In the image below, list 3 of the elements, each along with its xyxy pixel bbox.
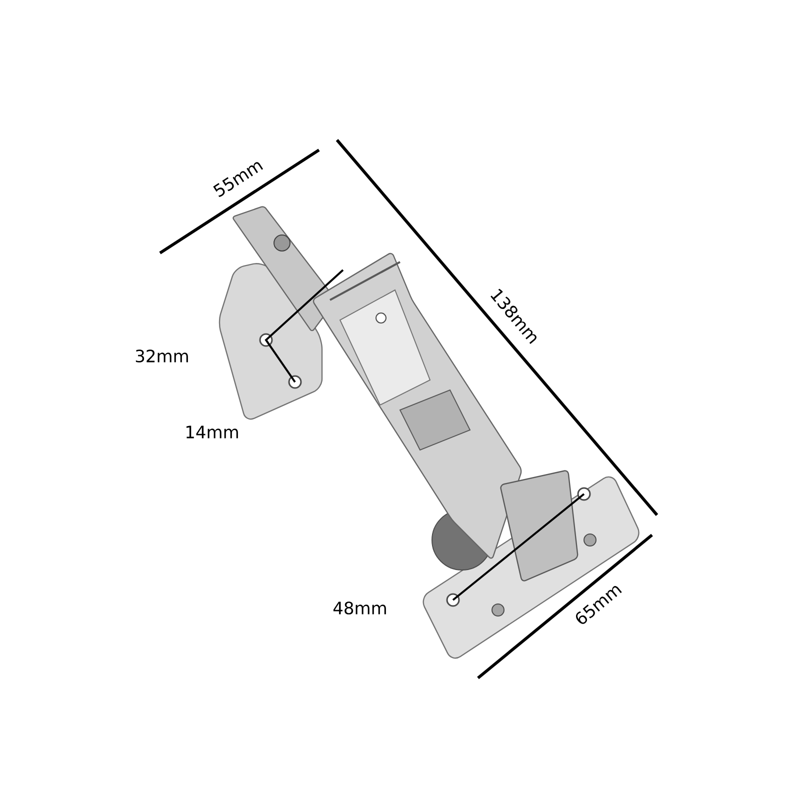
dimension-label: 48mm [333, 602, 386, 614]
dimension-label: 14mm [186, 426, 238, 438]
dimension-label: 32mm [136, 350, 188, 362]
